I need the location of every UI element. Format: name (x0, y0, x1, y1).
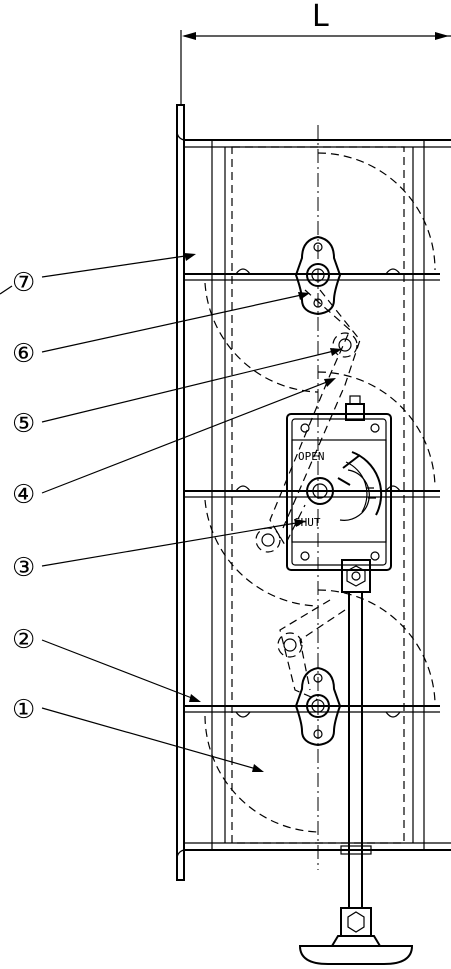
bearing-bracket-upper (294, 235, 342, 316)
leader-3 (41, 521, 303, 567)
callout-1: ① (12, 695, 35, 725)
leader-1 (41, 707, 261, 771)
callout-3: ③ (12, 553, 35, 583)
inner-frame (231, 146, 405, 844)
operator-box: OPEN SHUT (286, 395, 392, 593)
leader-7 (41, 254, 193, 278)
callout-5: ⑤ (12, 409, 35, 439)
dimension-label: L (312, 0, 329, 34)
operating-rod (298, 592, 414, 965)
leader-5 (41, 349, 339, 423)
leader-2 (41, 639, 198, 701)
callout-4: ④ (12, 480, 35, 510)
bearing-bracket-lower (294, 666, 342, 747)
gauge-shut-label: SHUT (294, 516, 321, 529)
callout-6: ⑥ (12, 339, 35, 369)
flange (176, 104, 185, 881)
callout-7: ⑦ (12, 268, 35, 298)
callouts: ⑦ ⑥ ⑤ ④ ③ ② ① (0, 253, 342, 772)
leader-4 (41, 379, 333, 494)
leader-6 (41, 293, 307, 353)
dimension-l: L (180, 0, 451, 105)
blades (184, 152, 440, 833)
callout-2: ② (12, 625, 35, 655)
linkage (255, 289, 361, 701)
gauge-open-label: OPEN (298, 450, 325, 463)
